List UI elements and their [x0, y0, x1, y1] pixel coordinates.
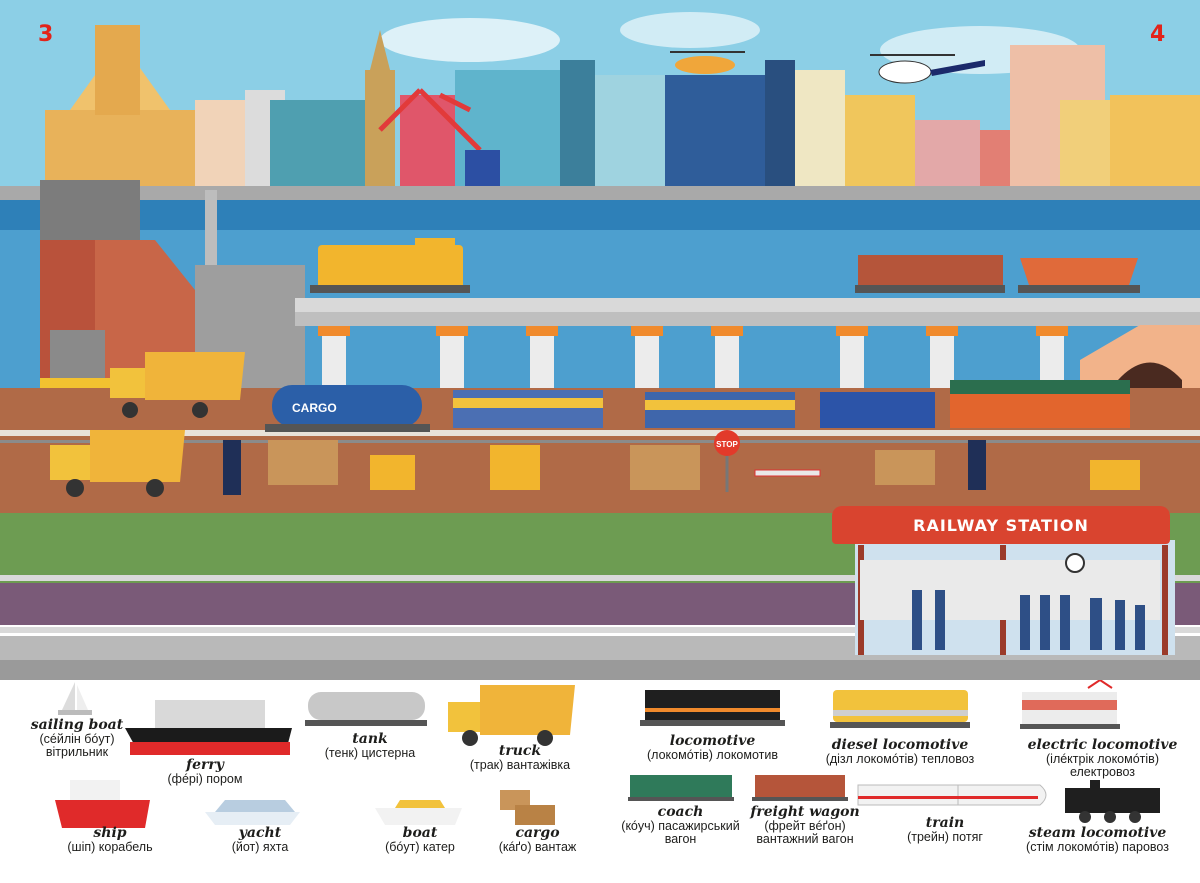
vocab-transcription: (трейн) потяг [907, 829, 983, 844]
vocab-transcription: (йот) яхта [231, 839, 289, 854]
vocab-ship: ship (шіп) корабель [40, 826, 180, 854]
vocab-en: freight wagon [750, 804, 860, 820]
vocab-en: truck [498, 743, 542, 759]
vocab-transcription: (кóуч) пасажирський [621, 818, 740, 833]
vocab-en: ship [93, 825, 127, 841]
vocab-cargo: cargo (кáґо) вантаж [480, 826, 595, 854]
vocab-train: train (трейн) потяг [880, 816, 1010, 844]
vocab-steam-locomotive: steam locomotive (стім локомóтів) парово… [1005, 826, 1190, 854]
train-icon [857, 784, 1047, 806]
factory [40, 180, 305, 392]
helicopter-left [670, 51, 745, 74]
vocab-transcription: (фéрі) пором [167, 771, 243, 786]
workers [223, 440, 986, 495]
vocab-transcription: (тенк) цистерна [324, 745, 416, 760]
scene-artwork: CARGO [0, 0, 1200, 680]
vocab-transcription: (шіп) корабель [67, 839, 153, 854]
freight-wagon-upper [855, 255, 1005, 293]
steam-locomotive-icon [1065, 780, 1160, 823]
vocab-transcription: (кáґо) вантаж [498, 839, 577, 854]
vocab-ferry: ferry (фéрі) пором [140, 758, 270, 786]
yacht-icon [205, 800, 300, 825]
ship-icon [55, 780, 150, 828]
vocab-en: train [925, 815, 965, 831]
railway-station [855, 540, 1175, 655]
vocab-en: diesel locomotive [831, 737, 969, 753]
vocab-uk: вантажний вагон [756, 831, 854, 846]
svg-text:STOP: STOP [716, 440, 738, 449]
vocab-en: electric locomotive [1027, 737, 1178, 753]
dump-truck-upper [110, 352, 245, 418]
vocab-transcription: (фрейт вéґон) [764, 818, 846, 833]
vocab-transcription: (бóут) катер [385, 839, 455, 854]
vocab-boat: boat (бóут) катер [365, 826, 475, 854]
vocab-yacht: yacht (йот) яхта [205, 826, 315, 854]
vocabulary-legend: sailing boat (сéйлін бóут) вітрильник fe… [0, 680, 1200, 883]
vocab-sailing-boat: sailing boat (сéйлін бóут) вітрильник [22, 718, 132, 759]
cargo-icon [500, 790, 555, 825]
hopper-wagon-upper [1018, 258, 1140, 293]
freight-wagon-icon [752, 775, 848, 801]
page-number-left: 3 [38, 22, 54, 47]
barrier [754, 469, 821, 477]
vocab-coach: coach (кóуч) пасажирський вагон [608, 805, 753, 846]
sailing-boat-icon [58, 682, 92, 715]
coach-icon [628, 775, 734, 801]
port-railway-illustration: CARGO [0, 0, 1200, 680]
city-skyline [45, 25, 1200, 190]
electric-locomotive-icon [1020, 680, 1120, 729]
vocab-en: tank [352, 731, 388, 747]
vocab-freight-wagon: freight wagon (фрейт вéґон) вантажний ва… [745, 805, 865, 846]
viaduct-deck [295, 298, 1200, 312]
dump-truck-lower [50, 430, 185, 497]
forklifts [370, 445, 1140, 490]
vocab-transcription: (стім локомóтів) паровоз [1026, 839, 1169, 854]
viaduct-pillars [322, 326, 1064, 390]
page-number-right: 4 [1150, 22, 1166, 47]
svg-text:CARGO: CARGO [292, 401, 337, 415]
vocab-transcription: (ілéктрік локомóтів) [1046, 751, 1159, 766]
vocab-en: steam locomotive [1028, 825, 1167, 841]
legend-icons [55, 680, 1160, 828]
vocab-en: coach [657, 804, 704, 820]
diesel-locomotive-icon [830, 690, 970, 728]
boat-icon [375, 800, 462, 825]
tank-wagon-icon [305, 692, 427, 726]
helicopter-right [870, 54, 985, 84]
passenger-coaches [453, 380, 1130, 428]
locomotive-icon [640, 690, 785, 726]
vocab-en: ferry [186, 757, 224, 773]
vocab-en: yacht [238, 825, 282, 841]
vocab-transcription: (трак) вантажівка [469, 757, 571, 772]
vocab-diesel-locomotive: diesel locomotive (дізл локомóтів) тепло… [815, 738, 985, 766]
truck-icon [448, 685, 575, 746]
vocab-transcription: (дізл локомóтів) тепловоз [825, 751, 975, 766]
vocab-electric-locomotive: electric locomotive (ілéктрік локомóтів)… [1015, 738, 1190, 779]
vocab-uk: вітрильник [45, 744, 109, 759]
vocab-truck: truck (трак) вантажівка [450, 744, 590, 772]
vocab-transcription: (локомóтів) локомотив [647, 747, 778, 762]
diesel-locomotive-upper [310, 238, 470, 293]
stop-sign: STOP [714, 430, 740, 492]
vocab-uk: вагон [664, 831, 697, 846]
vocab-en: boat [402, 825, 438, 841]
vocab-locomotive: locomotive (локомóтів) локомотив [625, 734, 800, 762]
ferry-icon [125, 700, 292, 755]
vocab-en: sailing boat [30, 717, 124, 733]
cargo-tank-wagon: CARGO [265, 385, 430, 432]
railway-station-sign: RAILWAY STATION [832, 506, 1170, 544]
vocab-transcription: (сéйлін бóут) [39, 731, 115, 746]
vocab-uk: електровоз [1069, 764, 1136, 779]
vocab-tank: tank (тенк) цистерна [300, 732, 440, 760]
vocab-en: locomotive [669, 733, 756, 749]
cargo-boxes [268, 440, 935, 490]
vocab-en: cargo [515, 825, 560, 841]
